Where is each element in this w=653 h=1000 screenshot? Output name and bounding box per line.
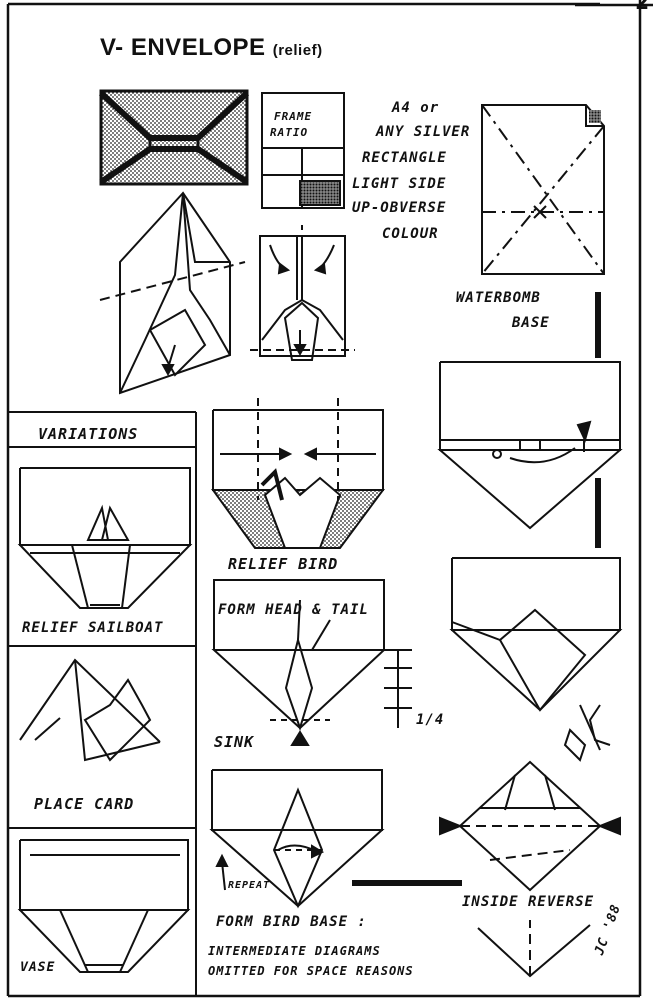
waterbomb-label-2: BASE [512,315,550,331]
intermediate-note-line-1: INTERMEDIATE DIAGRAMS [208,944,381,958]
waterbomb-label-1: WATERBOMB [456,290,541,306]
variations-heading: VARIATIONS [38,425,139,443]
place-card-figure [19,658,161,762]
title-sub: (relief) [272,42,323,59]
kite-fold-figure [449,557,623,762]
paper-note-line-5: UP-OBVERSE [352,200,447,216]
folding-step-3d-figure [99,191,246,395]
page-title: V- ENVELOPE (relief) [100,34,323,62]
title-main: V- ENVELOPE [100,34,266,61]
variation-label-place-card: PLACE CARD [34,795,135,813]
paper-crease-figure [481,104,605,275]
relief-sailboat-figure [17,467,193,609]
frame-ratio-label-1: FRAME [274,110,313,123]
frame-ratio-figure [261,92,345,209]
paper-note-line-3: RECTANGLE [362,150,447,166]
paper-note-line-6: COLOUR [382,226,439,242]
sequence-bars [352,292,601,886]
waterbomb-pocket-figure [437,361,623,530]
variation-label-vase: VASE [20,960,56,975]
page-number: 2 [635,0,649,14]
vase-figure [17,839,191,973]
variation-label-sailboat: RELIEF SAILBOAT [22,620,164,636]
bird-base-figure [209,769,385,909]
head-tail-label: FORM HEAD & TAIL [218,602,369,618]
variations-panel [8,411,197,996]
paper-note-line-1: A4 or [392,100,440,116]
finished-envelope-figure [98,89,250,186]
paper-note-line-4: LIGHT SIDE [352,176,447,192]
page-border [6,0,653,998]
relief-bird-label: RELIEF BIRD [228,555,339,573]
sink-label: SINK [214,733,255,751]
bird-base-label: FORM BIRD BASE : [216,914,367,930]
folding-step-arrows-figure [250,225,355,361]
quarter-label: 1/4 [416,712,445,728]
sink-step-figure [211,579,412,746]
intermediate-note-line-2: OMITTED FOR SPACE REASONS [208,964,414,978]
inside-reverse-figure [439,760,621,978]
relief-bird-figure [211,398,385,549]
frame-ratio-label-2: RATIO [270,126,309,139]
inside-reverse-label: INSIDE REVERSE [462,894,595,910]
repeat-label: REPEAT [228,880,271,891]
paper-note-line-2: ANY SILVER [376,124,471,140]
